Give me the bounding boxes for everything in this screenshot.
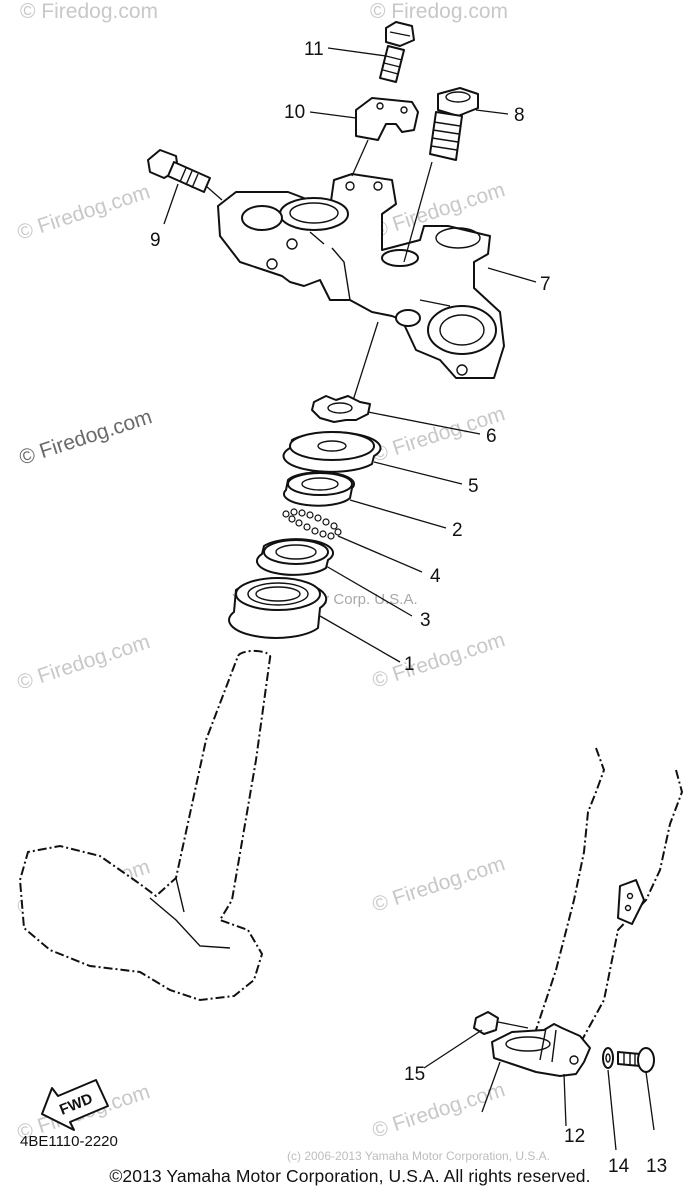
part-12-hose-guide xyxy=(481,1023,591,1113)
callout-13: 13 xyxy=(646,1156,667,1177)
callout-1: 1 xyxy=(404,654,415,675)
watermark-text: © Firedog.com xyxy=(370,0,508,23)
callout-14: 14 xyxy=(608,1156,630,1177)
part-3-bearing-race xyxy=(255,538,335,576)
callout-10: 10 xyxy=(284,102,305,123)
part-6-ring-nut xyxy=(311,395,371,423)
callout-7: 7 xyxy=(540,274,551,295)
callout-15: 15 xyxy=(404,1064,425,1085)
watermark-text: © Firedog.com xyxy=(369,852,507,917)
callout-4: 4 xyxy=(430,566,441,587)
tiny-watermark: (c) 2006-2013 Yamaha Motor Corporation, … xyxy=(287,1149,550,1163)
part-8-bolt xyxy=(429,87,479,161)
diagram-ref-code: 4BE1110-2220 xyxy=(20,1133,118,1150)
callout-12: 12 xyxy=(564,1126,585,1147)
part-11-bolt xyxy=(379,21,415,83)
steering-stem xyxy=(18,649,272,1002)
watermark-text: © Firedog.com xyxy=(20,0,158,23)
callout-8: 8 xyxy=(514,105,525,126)
watermark-text: © Firedog.com xyxy=(369,628,507,693)
part-1-bearing xyxy=(228,577,328,639)
forward-arrow: FWD xyxy=(41,1079,109,1131)
callout-6: 6 xyxy=(486,426,497,447)
callouts: 11 10 8 9 7 6 5 2 4 3 1 15 12 14 13 xyxy=(150,39,667,1177)
part-14-washer xyxy=(602,1047,614,1069)
part-15-nut xyxy=(473,1011,529,1035)
watermark-text: © Firedog.com xyxy=(14,630,152,695)
copyright-notice: ©2013 Yamaha Motor Corporation, U.S.A. A… xyxy=(109,1166,591,1186)
part-9-bolt xyxy=(147,149,211,193)
callout-5: 5 xyxy=(468,476,479,497)
watermark-text: © Firedog.com xyxy=(16,405,154,470)
part-7-upper-bracket xyxy=(217,173,505,379)
assembly-lines xyxy=(205,139,433,411)
callout-3: 3 xyxy=(420,610,431,631)
part-4-ball-bearings xyxy=(282,508,342,540)
leader-lines xyxy=(163,47,655,1151)
watermark-text: © Firedog.com xyxy=(369,1078,507,1143)
callout-2: 2 xyxy=(452,520,463,541)
part-13-bolt xyxy=(617,1047,655,1073)
front-fork xyxy=(535,747,684,1041)
watermark-text: © Firedog.com xyxy=(14,180,152,245)
callout-9: 9 xyxy=(150,230,161,251)
part-10-handlebar-holder xyxy=(355,97,419,141)
part-5-cover xyxy=(282,431,382,473)
callout-11: 11 xyxy=(304,39,324,60)
part-2-bearing-race xyxy=(283,471,355,507)
